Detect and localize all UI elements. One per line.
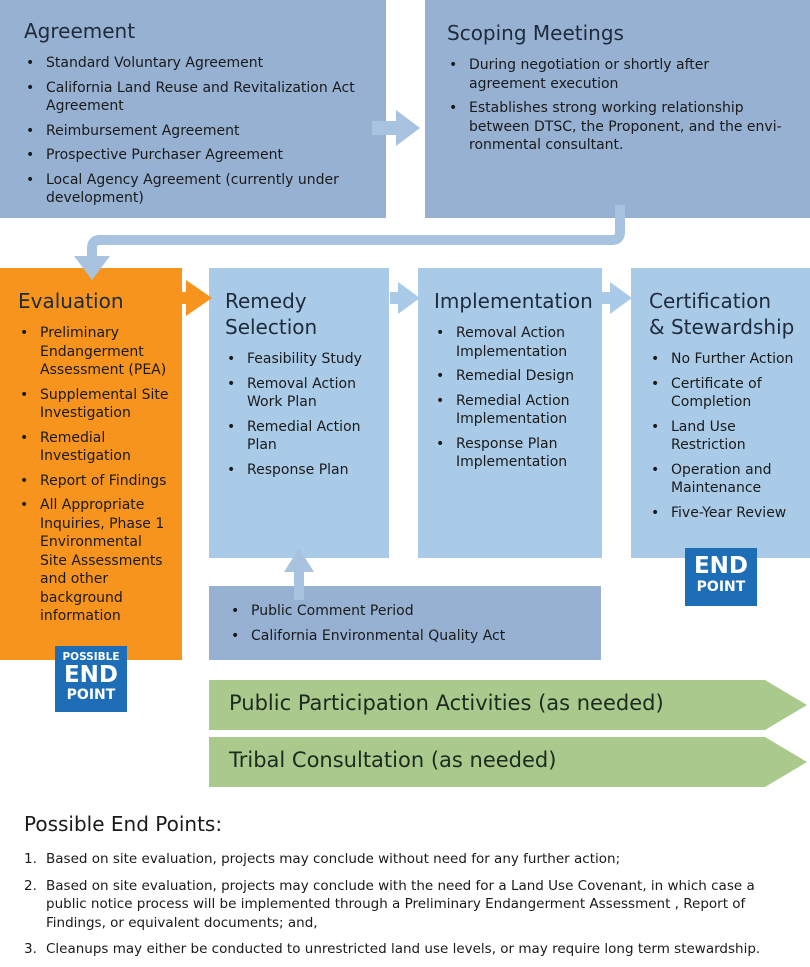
public-participation-band: Public Participation Activities (as need…	[209, 680, 807, 730]
list-item: No Further Action	[649, 350, 802, 369]
list-item: Operation and Maintenance	[649, 461, 802, 498]
note-text: Based on site evaluation, projects may c…	[46, 877, 755, 931]
arrow-up-icon	[284, 548, 314, 600]
remedy-selection-box: Remedy Selection Feasibility Study Remov…	[209, 268, 389, 558]
list-item: All Appropriate Inquiries, Phase 1 Envir…	[18, 496, 170, 626]
list-item: Removal Action Implementation	[434, 324, 590, 361]
list-item: Response Plan Implementation	[434, 435, 590, 472]
note-number: 3.	[24, 941, 37, 957]
list-item: Public Comment Period	[229, 602, 581, 621]
list-item: Prospective Purchaser Agreement	[24, 146, 362, 165]
list-item: California Land Reuse and Revitalization…	[24, 79, 362, 116]
list-item: Feasibility Study	[225, 350, 377, 369]
arrow-right-icon	[372, 110, 420, 146]
arrow-right-icon	[390, 282, 420, 314]
implementation-list: Removal Action Implementation Remedial D…	[434, 324, 590, 472]
list-item: Report of Findings	[18, 472, 170, 491]
evaluation-title: Evaluation	[18, 289, 124, 313]
list-item: Certificate of Completion	[649, 375, 802, 412]
list-item: Remedial Investigation	[18, 429, 170, 466]
note-number: 1.	[24, 851, 37, 867]
certification-title: Certification & Stewardship	[649, 289, 795, 339]
certification-box: Certification & Stewardship No Further A…	[631, 268, 810, 558]
list-item: California Environmental Quality Act	[229, 627, 581, 646]
badge-line: POSSIBLE	[62, 651, 120, 663]
list-item: Remedial Action Implementation	[434, 392, 590, 429]
list-item: Preliminary Endangerment Assessment (PEA…	[18, 324, 170, 380]
possible-end-point-badge: POSSIBLE END POINT	[55, 646, 127, 712]
arrow-right-icon	[602, 282, 632, 314]
note-number: 2.	[24, 877, 37, 894]
evaluation-list: Preliminary Endangerment Assessment (PEA…	[18, 324, 170, 626]
list-item: Supplemental Site Investigation	[18, 386, 170, 423]
scoping-meetings-box: Scoping Meetings During negotiation or s…	[425, 0, 810, 218]
end-point-badge: END POINT	[685, 548, 757, 606]
band-label: Public Participation Activities (as need…	[229, 691, 664, 715]
scoping-meetings-list: During negotiation or shortly after agre…	[447, 56, 788, 155]
badge-line: POINT	[696, 579, 746, 595]
band-label: Tribal Consultation (as needed)	[229, 748, 557, 772]
agreement-box: Agreement Standard Voluntary Agreement C…	[0, 0, 386, 218]
list-item: Removal Action Work Plan	[225, 375, 377, 412]
connector-arrow-icon	[87, 205, 625, 258]
agreement-list: Standard Voluntary Agreement California …	[24, 54, 362, 208]
end-points-notes: 1. Based on site evaluation, projects may…	[24, 850, 784, 967]
remedy-selection-title: Remedy Selection	[225, 289, 318, 339]
list-item: 2. Based on site evaluation, projects may…	[24, 877, 784, 933]
list-item: Establishes strong working relationship …	[447, 99, 788, 155]
list-item: 1. Based on site evaluation, projects may…	[24, 850, 784, 869]
certification-list: No Further Action Certificate of Complet…	[649, 350, 802, 522]
list-item: 3. Cleanups may either be conducted to un…	[24, 940, 784, 959]
arrow-down-icon	[74, 256, 110, 280]
evaluation-box: Evaluation Preliminary Endangerment Asse…	[0, 268, 182, 660]
public-comment-list: Public Comment Period California Environ…	[229, 602, 581, 645]
arrow-right-icon	[158, 280, 212, 316]
list-item: During negotiation or shortly after agre…	[447, 56, 788, 93]
badge-line: END	[693, 553, 749, 579]
badge-line: END	[63, 662, 119, 688]
list-item: Reimbursement Agreement	[24, 122, 362, 141]
implementation-title: Implementation	[434, 289, 593, 313]
tribal-consultation-band: Tribal Consultation (as needed)	[209, 737, 807, 787]
badge-line: POINT	[66, 687, 116, 703]
remedy-selection-list: Feasibility Study Removal Action Work Pl…	[225, 350, 377, 479]
note-text: Based on site evaluation, projects may c…	[46, 851, 621, 867]
agreement-title: Agreement	[24, 19, 136, 43]
implementation-box: Implementation Removal Action Implementa…	[418, 268, 602, 558]
list-item: Five-Year Review	[649, 504, 802, 523]
list-item: Land Use Restriction	[649, 418, 802, 455]
list-item: Remedial Action Plan	[225, 418, 377, 455]
list-item: Response Plan	[225, 461, 377, 480]
public-comment-box: Public Comment Period California Environ…	[209, 586, 601, 660]
list-item: Remedial Design	[434, 367, 590, 386]
list-item: Local Agency Agreement (currently under …	[24, 171, 362, 208]
note-text: Cleanups may either be conducted to unre…	[46, 941, 761, 957]
list-item: Standard Voluntary Agreement	[24, 54, 362, 73]
end-points-title: Possible End Points:	[24, 812, 223, 836]
scoping-meetings-title: Scoping Meetings	[447, 21, 624, 45]
